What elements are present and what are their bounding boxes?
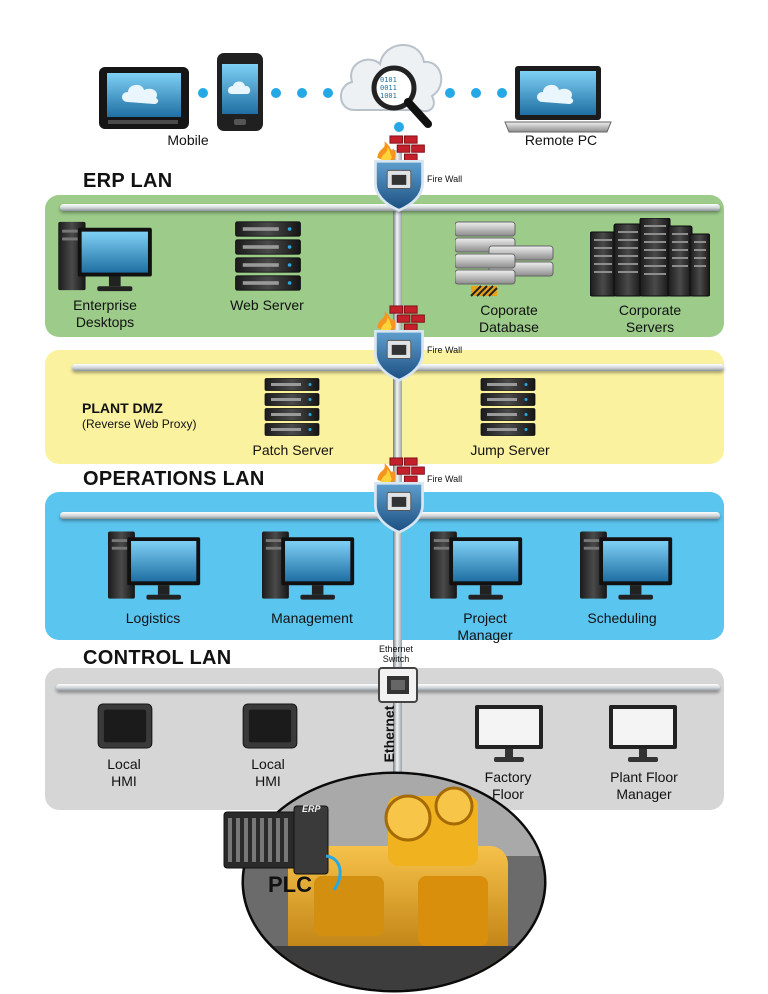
monitor-icon	[475, 705, 543, 762]
link-dot	[394, 122, 404, 132]
firewall-label: Fire Wall	[427, 174, 463, 184]
smartphone-icon	[217, 53, 263, 131]
device-label: Coporate Database	[479, 302, 539, 335]
plant-dmz-subtitle: (Reverse Web Proxy)	[82, 417, 197, 431]
control-lan-title: CONTROL LAN	[83, 647, 232, 669]
firewall-icon	[374, 134, 426, 212]
monitor-icon	[609, 705, 677, 762]
desktop-icon	[580, 531, 673, 600]
plant-dmz-title: PLANT DMZ	[82, 400, 163, 416]
device-label: Patch Server	[252, 442, 334, 458]
link-dot	[323, 88, 333, 98]
server-rack-icon	[480, 378, 536, 436]
device-label: Management	[271, 610, 353, 626]
device-label: Enterprise Desktops	[73, 297, 137, 330]
svg-text:1001: 1001	[380, 92, 397, 100]
plc-module	[223, 805, 342, 891]
tablet-icon	[99, 67, 189, 129]
ethernet-label: Ethernet	[381, 705, 397, 763]
plc-label: PLC	[268, 872, 312, 897]
desktop-icon	[430, 531, 523, 600]
device-label: Web Server	[230, 297, 304, 313]
ethernet-switch-label: Ethernet Switch	[378, 644, 414, 664]
link-dot	[297, 88, 307, 98]
remote-pc-label: Remote PC	[524, 132, 598, 148]
database-icon	[455, 221, 554, 297]
device-label: Corporate Servers	[618, 302, 682, 335]
device-label: Plant Floor Manager	[610, 769, 678, 802]
firewall-label: Fire Wall	[427, 345, 463, 355]
desktop-icon	[262, 531, 355, 600]
firewall-icon	[374, 304, 426, 382]
cloud-search-icon: 0101 0011 1001	[340, 44, 443, 128]
device-label: Scheduling	[587, 610, 657, 626]
desktop-icon	[58, 221, 152, 292]
server-rack-icon	[264, 378, 320, 436]
erp-lan-bus	[60, 204, 720, 211]
plc-brand: ERP	[302, 804, 321, 814]
operations-lan-title: OPERATIONS LAN	[83, 468, 265, 490]
firewall-label: Fire Wall	[427, 474, 463, 484]
hmi-panel-icon	[97, 703, 153, 749]
erp-lan-title: ERP LAN	[83, 170, 173, 192]
laptop-icon	[504, 66, 612, 133]
link-dot	[445, 88, 455, 98]
device-label: Local HMI	[107, 756, 141, 789]
hmi-panel-icon	[242, 703, 298, 749]
plc-engine-illustration	[223, 771, 547, 993]
svg-text:0101: 0101	[380, 76, 397, 84]
device-label: Local HMI	[251, 756, 285, 789]
svg-text:0011: 0011	[380, 84, 397, 92]
mobile-label: Mobile	[167, 132, 209, 148]
device-label: Factory Floor	[484, 769, 532, 802]
link-dot	[471, 88, 481, 98]
desktop-icon	[108, 531, 201, 600]
firewall-icon	[374, 456, 426, 534]
link-dot	[198, 88, 208, 98]
server-cluster-icon	[590, 218, 710, 297]
device-label: Project Manager	[457, 610, 513, 643]
device-label: Logistics	[125, 610, 181, 626]
link-dot	[497, 88, 507, 98]
link-dot	[271, 88, 281, 98]
server-rack-icon	[235, 221, 301, 291]
device-label: Jump Server	[470, 442, 550, 458]
